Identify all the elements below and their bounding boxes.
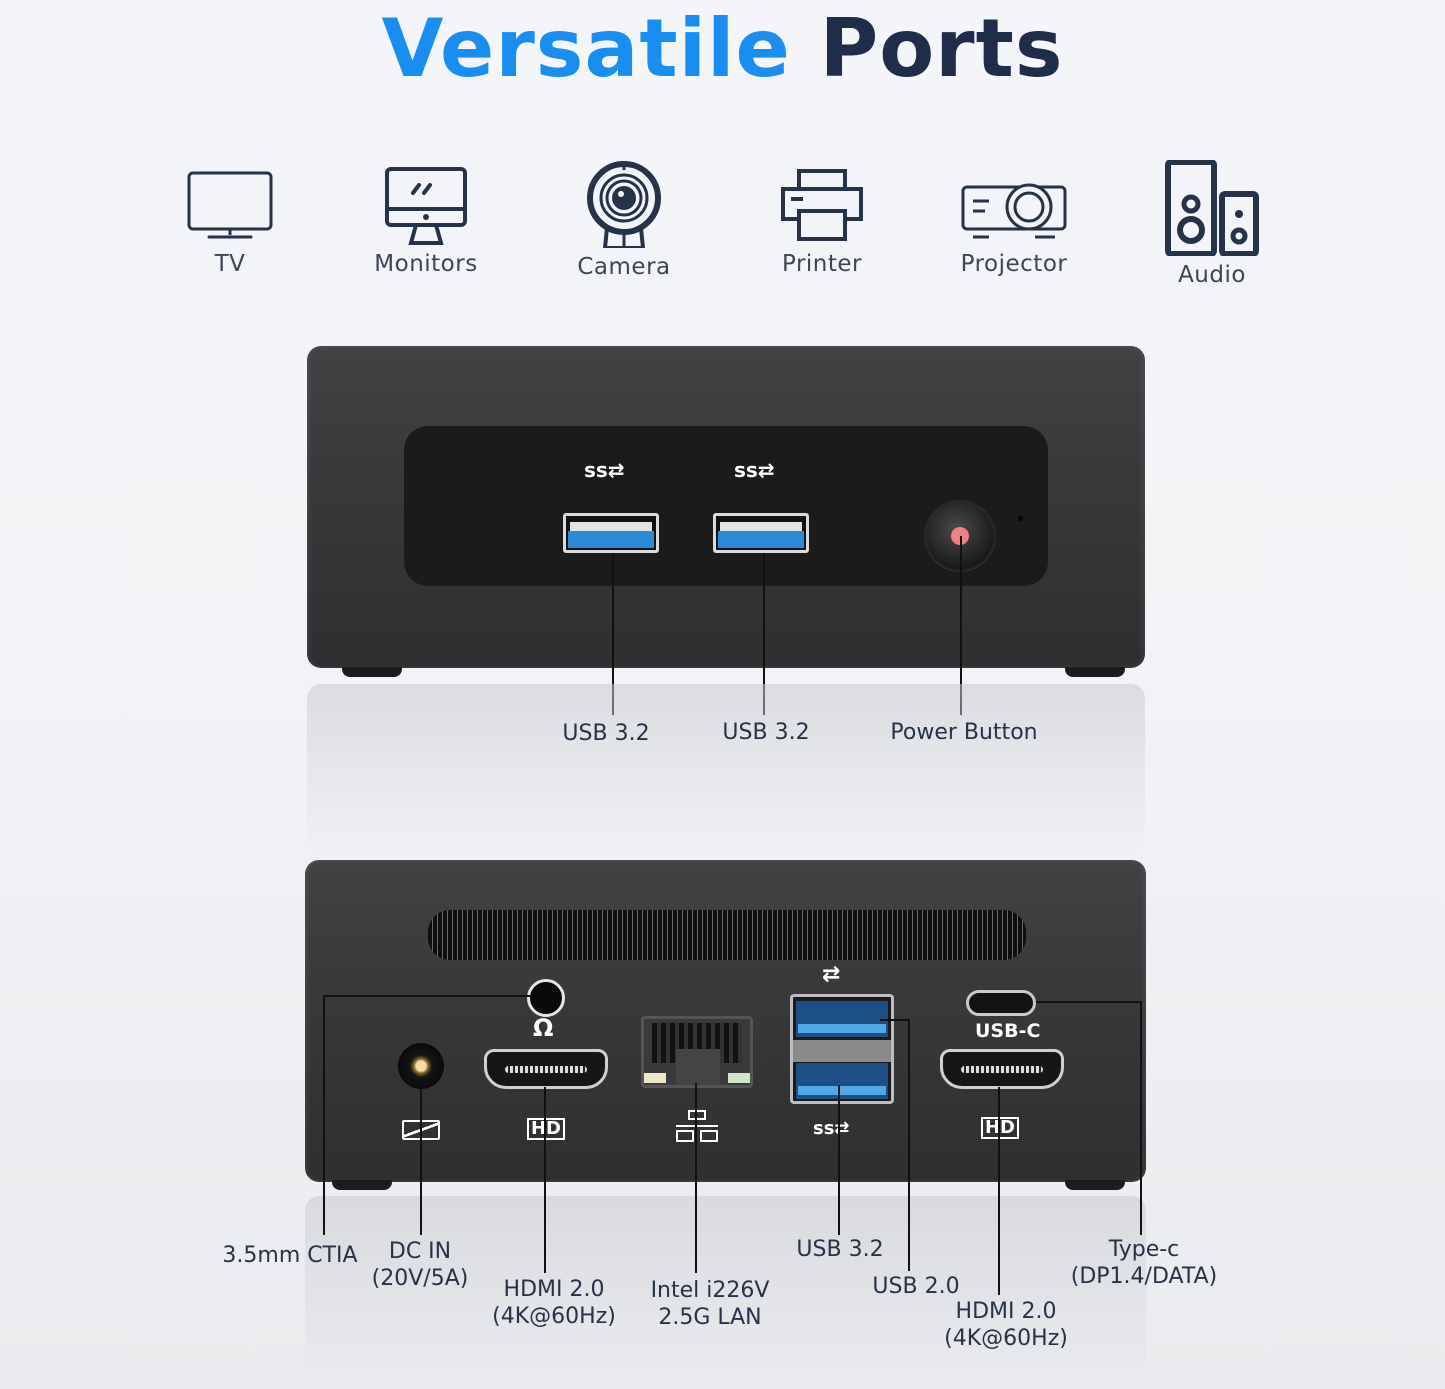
device-label: TV — [214, 251, 246, 277]
rear-port-label: DC IN (20V/5A) — [360, 1238, 480, 1292]
speakers-icon — [1165, 160, 1259, 256]
rear-usb-stack — [790, 994, 894, 1104]
leader-line — [960, 536, 962, 715]
device-label: Camera — [577, 254, 671, 280]
hdmi-port-1[interactable] — [484, 1049, 608, 1089]
page-title: Versatile Ports — [0, 2, 1445, 95]
leader-line — [763, 553, 765, 715]
audio-jack-port[interactable] — [527, 979, 565, 1017]
front-port-label: USB 3.2 — [722, 720, 810, 745]
device-monitors: Monitors — [356, 165, 496, 277]
ethernet-port[interactable] — [641, 1016, 753, 1088]
device-label: Audio — [1178, 262, 1246, 288]
usb-icon: ⇄ — [822, 962, 841, 987]
leader-line — [323, 995, 530, 997]
webcam-icon — [587, 161, 661, 248]
device-printer: Printer — [752, 165, 892, 277]
device-foot — [1065, 1180, 1125, 1190]
leader-line — [998, 1087, 1000, 1295]
label-sub: (4K@60Hz) — [944, 1326, 1068, 1351]
front-usb-port-2[interactable] — [713, 513, 809, 553]
device-label: Projector — [960, 251, 1068, 277]
rear-port-label: USB 2.0 — [872, 1274, 960, 1299]
dc-in-port[interactable] — [398, 1043, 444, 1089]
rear-port-label: Type-c (DP1.4/DATA) — [1064, 1236, 1224, 1290]
device-foot — [342, 667, 402, 677]
monitor-icon — [385, 167, 467, 245]
rear-reflection — [305, 1196, 1146, 1389]
front-reflection — [307, 684, 1145, 854]
device-audio: Audio — [1142, 160, 1282, 288]
hdmi-port-2[interactable] — [940, 1049, 1064, 1089]
title-part-2: Ports — [819, 2, 1064, 95]
front-port-label: Power Button — [890, 720, 1038, 745]
network-icon — [676, 1110, 718, 1144]
leader-line — [1036, 1001, 1142, 1003]
label-main: HDMI 2.0 — [955, 1299, 1057, 1324]
printer-icon — [781, 169, 863, 241]
usb-c-marking: USB-C — [975, 1020, 1041, 1042]
leader-line — [908, 1019, 910, 1271]
hdmi-logo-icon: HD — [981, 1117, 1019, 1139]
leader-line — [880, 1019, 910, 1021]
front-port-label: USB 3.2 — [562, 721, 650, 746]
label-sub: 2.5G LAN — [658, 1305, 762, 1330]
projector-icon — [961, 183, 1067, 239]
rear-port-label: USB 3.2 — [796, 1237, 884, 1262]
device-tv: TV — [160, 165, 300, 277]
usb-c-port[interactable] — [966, 990, 1036, 1016]
leader-line — [323, 995, 325, 1235]
leader-line — [612, 553, 614, 715]
rear-port-label: HDMI 2.0 (4K@60Hz) — [936, 1298, 1076, 1352]
device-foot — [1065, 667, 1125, 677]
device-label: Printer — [781, 251, 862, 277]
leader-line — [420, 1085, 422, 1235]
rear-usb-2-port[interactable] — [796, 1001, 888, 1037]
hdmi-logo-icon: HD — [527, 1118, 565, 1140]
device-label: Monitors — [374, 251, 478, 277]
label-sub: (DP1.4/DATA) — [1070, 1264, 1218, 1289]
label-main: Intel i226V — [650, 1278, 770, 1303]
front-usb-port-1[interactable] — [563, 513, 659, 553]
rear-usb-3-port[interactable] — [796, 1063, 888, 1099]
usb-superspeed-icon: ss⇄ — [584, 458, 625, 482]
rear-port-label: 3.5mm CTIA — [222, 1243, 358, 1268]
rear-port-label: Intel i226V 2.5G LAN — [640, 1277, 780, 1331]
label-main: HDMI 2.0 — [503, 1277, 605, 1302]
usb-superspeed-icon: ss⇄ — [813, 1118, 850, 1139]
usb-superspeed-icon: ss⇄ — [734, 458, 775, 482]
label-main: DC IN — [388, 1239, 452, 1264]
ventilation-grill — [428, 910, 1026, 960]
label-sub: (20V/5A) — [371, 1266, 469, 1291]
leader-line — [544, 1087, 546, 1273]
leader-line — [1140, 1001, 1142, 1235]
leader-line — [695, 1083, 697, 1273]
leader-line — [838, 1085, 840, 1235]
tv-icon — [187, 171, 273, 239]
headphone-icon: Ω — [533, 1014, 554, 1042]
reset-pinhole — [1018, 516, 1023, 521]
label-main: Type-c — [1108, 1237, 1180, 1262]
title-part-1: Versatile — [381, 2, 791, 95]
rear-port-label: HDMI 2.0 (4K@60Hz) — [484, 1276, 624, 1330]
device-projector: Projector — [944, 165, 1084, 277]
label-sub: (4K@60Hz) — [492, 1304, 616, 1329]
device-camera: Camera — [554, 160, 694, 280]
device-foot — [332, 1180, 392, 1190]
